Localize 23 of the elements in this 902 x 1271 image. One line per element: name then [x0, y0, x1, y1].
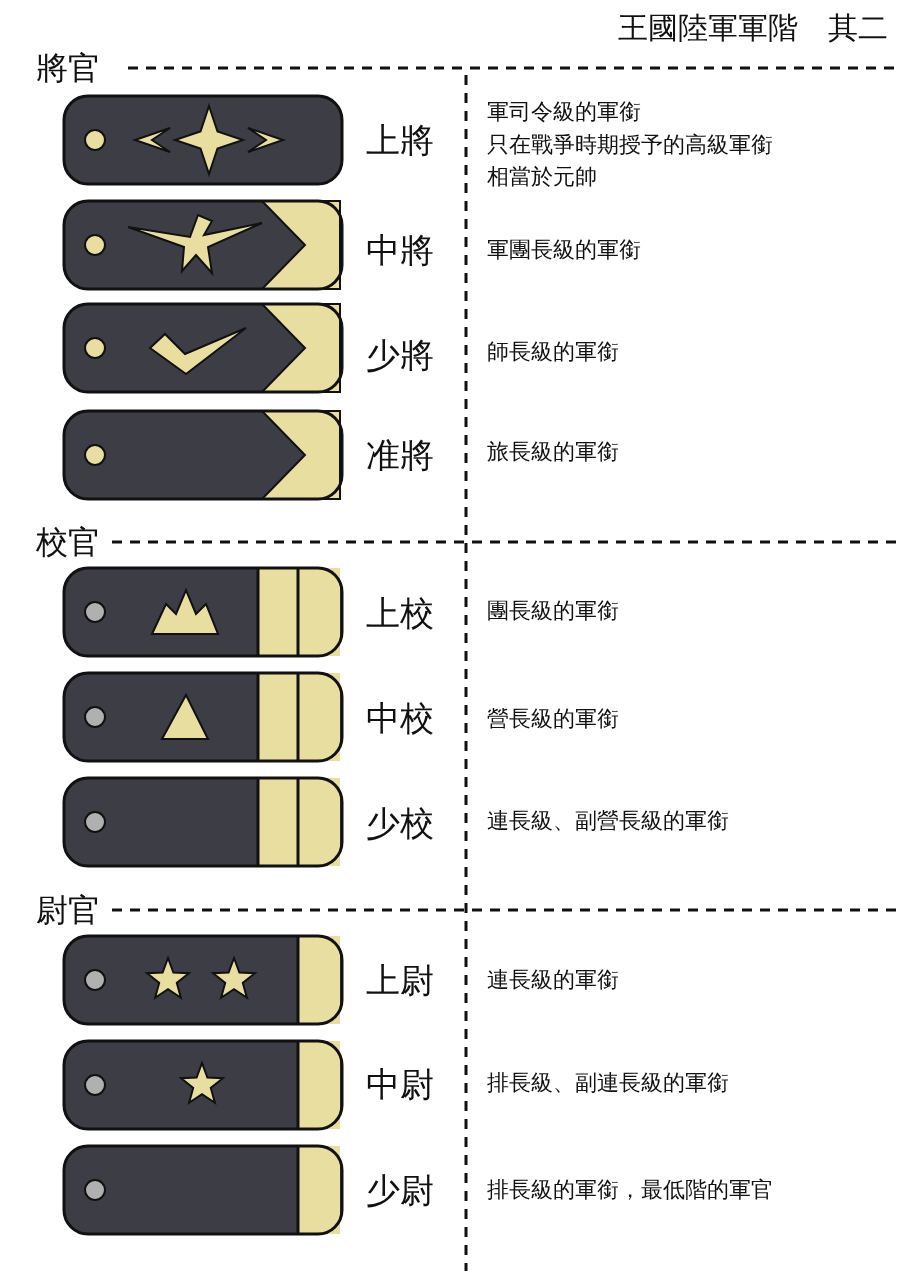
rank-name: 少尉 [366, 1173, 434, 1207]
rank-description: 旅長級的軍銜 [487, 441, 619, 463]
rank-name: 中將 [366, 233, 434, 267]
rank-description: 營長級的軍銜 [487, 708, 619, 730]
rank-description: 團長級的軍銜 [487, 600, 619, 622]
page-title: 王國陸軍軍階 其二 [618, 13, 888, 43]
rank-name: 中尉 [366, 1067, 434, 1101]
rank-description: 軍團長級的軍銜 [487, 239, 641, 261]
rank-name: 少將 [366, 338, 434, 372]
rank-description: 連長級的軍銜 [487, 969, 619, 991]
rank-name: 中校 [366, 701, 434, 735]
rank-name: 上將 [366, 123, 434, 157]
rank-description: 只在戰爭時期授予的高級軍銜 [487, 134, 773, 156]
rank-name: 上校 [366, 596, 434, 630]
rank-description: 師長級的軍銜 [487, 341, 619, 363]
rank-name: 准將 [366, 438, 434, 472]
rank-description: 軍司令級的軍銜 [487, 101, 641, 123]
rank-description: 排長級、副連長級的軍銜 [487, 1072, 729, 1094]
rank-name: 少校 [366, 806, 434, 840]
rank-description: 相當於元帥 [487, 166, 597, 188]
rank-name: 上尉 [366, 963, 434, 997]
rank-description: 排長級的軍銜，最低階的軍官 [487, 1179, 773, 1201]
rank-description: 連長級、副營長級的軍銜 [487, 810, 729, 832]
